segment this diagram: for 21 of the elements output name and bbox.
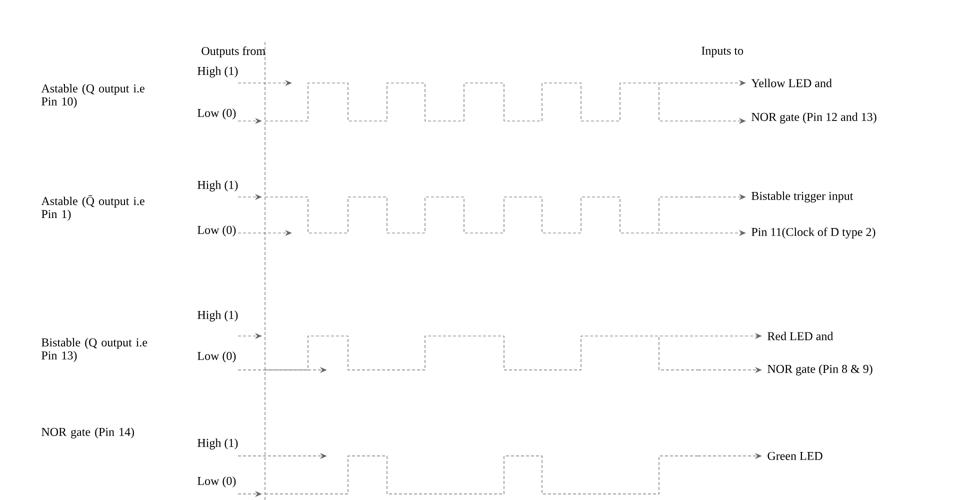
column-heading: Outputs from xyxy=(202,46,266,58)
level-label: Low (0) xyxy=(198,352,236,362)
level-label: Low (0) xyxy=(198,226,236,236)
column-heading: Inputs to xyxy=(702,46,744,58)
input-label: NOR gate (Pin 8 & 9) xyxy=(768,364,872,376)
signal-label: Bistable (Q output i.e Pin 13) xyxy=(42,338,148,362)
input-label: Green LED xyxy=(768,452,822,460)
input-label: Pin 11(Clock of D type 2) xyxy=(752,227,876,238)
signal-label: Astable (Q̄ output i.e Pin 1) xyxy=(41,195,144,221)
level-label: High (1) xyxy=(198,66,238,78)
level-label: Low (0) xyxy=(198,476,236,488)
signal-label: NOR gate (Pin 14) xyxy=(42,428,134,438)
signal-label: Astable (Q output i.e Pin 10) xyxy=(41,84,144,108)
level-label: Low (0) xyxy=(198,108,236,120)
level-label: High (1) xyxy=(198,438,238,450)
input-label: Red LED and xyxy=(768,332,834,340)
input-label: Bistable trigger input xyxy=(752,192,854,202)
input-label: Yellow LED and xyxy=(751,78,832,88)
level-label: High (1) xyxy=(198,180,238,192)
input-label: NOR gate (Pin 12 and 13) xyxy=(752,112,876,124)
level-label: High (1) xyxy=(198,310,238,322)
